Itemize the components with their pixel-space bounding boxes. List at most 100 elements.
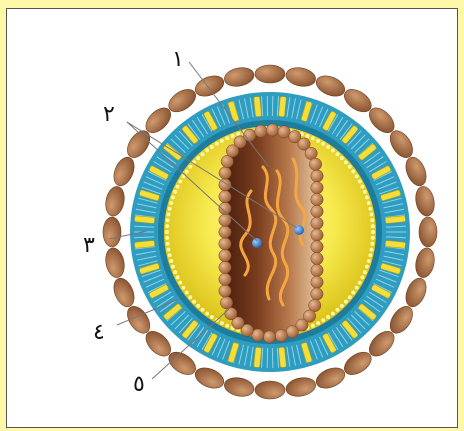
matrix-dot [336,152,340,156]
label-4: ٤ [93,320,105,345]
matrix-dot [316,321,320,325]
matrix-dot [360,185,364,189]
label-3: ٣ [83,233,95,258]
matrix-dot [336,308,340,312]
matrix-dot [370,242,374,246]
matrix-dot [348,165,352,169]
spike [284,65,317,89]
matrix-dot [165,224,169,228]
spike [413,185,436,218]
matrix-dot [358,281,362,285]
spike [413,246,437,279]
matrix-dot [165,236,169,240]
spike [255,381,285,399]
capsid-bead [311,193,323,205]
capsid-bead [225,307,237,319]
capsid-bead [311,182,323,194]
matrix-dot [201,152,205,156]
matrix-dot [215,142,219,146]
matrix-dot [210,315,214,319]
capsid-bead [275,330,287,342]
spike [402,275,430,310]
matrix-dot [305,134,309,138]
capsid-bead [263,331,275,343]
matrix-dot [367,201,371,205]
matrix-dot [176,185,180,189]
spike [313,72,348,100]
virus-diagram: ١ ٢ ٣ ٤ ٥ [7,9,459,429]
matrix-dot [351,170,355,174]
spike [110,275,138,310]
matrix-dot [370,212,374,216]
matrix-dot [192,300,196,304]
matrix-dot [371,236,375,240]
spike [223,375,256,399]
spike [223,65,256,88]
matrix-dot [201,308,205,312]
matrix-dot [355,174,359,178]
matrix-dot [321,142,325,146]
matrix-dot [311,136,315,140]
matrix-dot [169,201,173,205]
capsid-bead [219,238,231,250]
matrix-dot [178,179,182,183]
matrix-dot [167,212,171,216]
matrix-dot [173,270,177,274]
spike [103,185,127,218]
matrix-dot [188,165,192,169]
matrix-dot [365,265,369,269]
capsid-bead [219,226,231,238]
capsid-bead [219,261,231,273]
matrix-dot [185,170,189,174]
capsid-bead [219,273,231,285]
matrix-dot [178,281,182,285]
matrix-dot [363,190,367,194]
matrix-dot [371,224,375,228]
matrix-dot [220,321,224,325]
enzyme-dot-1 [252,238,262,248]
matrix-dot [169,259,173,263]
spike [255,65,285,83]
matrix-dot [176,275,180,279]
matrix-dot [225,136,229,140]
matrix-dot [188,295,192,299]
capsid-bead [311,276,323,288]
spike [192,364,227,392]
matrix-dot [196,156,200,160]
matrix-dot [344,300,348,304]
matrix-dot [171,195,175,199]
matrix-dot [205,312,209,316]
matrix-dot [358,179,362,183]
matrix-dot [166,242,170,246]
matrix-dot [181,286,185,290]
matrix-dot [370,218,374,222]
matrix-dot [316,139,320,143]
spike [402,154,430,189]
capsid-bead [219,167,231,179]
matrix-dot [340,304,344,308]
spike [284,375,317,398]
capsid-bead [220,297,232,309]
matrix-dot [368,207,372,211]
matrix-dot [326,315,330,319]
matrix-dot [231,134,235,138]
matrix-dot [370,248,374,252]
capsid-bead [311,205,323,217]
matrix-dot [321,318,325,322]
capsid-bead [311,229,323,241]
matrix-dot [340,156,344,160]
matrix-dot [326,145,330,149]
diagram-frame: ١ ٢ ٣ ٤ ٥ [6,8,458,428]
matrix-dot [236,132,240,136]
matrix-dot [210,145,214,149]
capsid-bead [311,170,323,182]
spike [110,154,138,189]
matrix-dot [351,291,355,295]
matrix-dot [220,139,224,143]
matrix-dot [196,304,200,308]
capsid-bead [286,326,298,338]
matrix-dot [165,230,169,234]
matrix-dot [368,253,372,257]
capsid-bead [305,147,317,159]
capsid-bead [255,125,267,137]
